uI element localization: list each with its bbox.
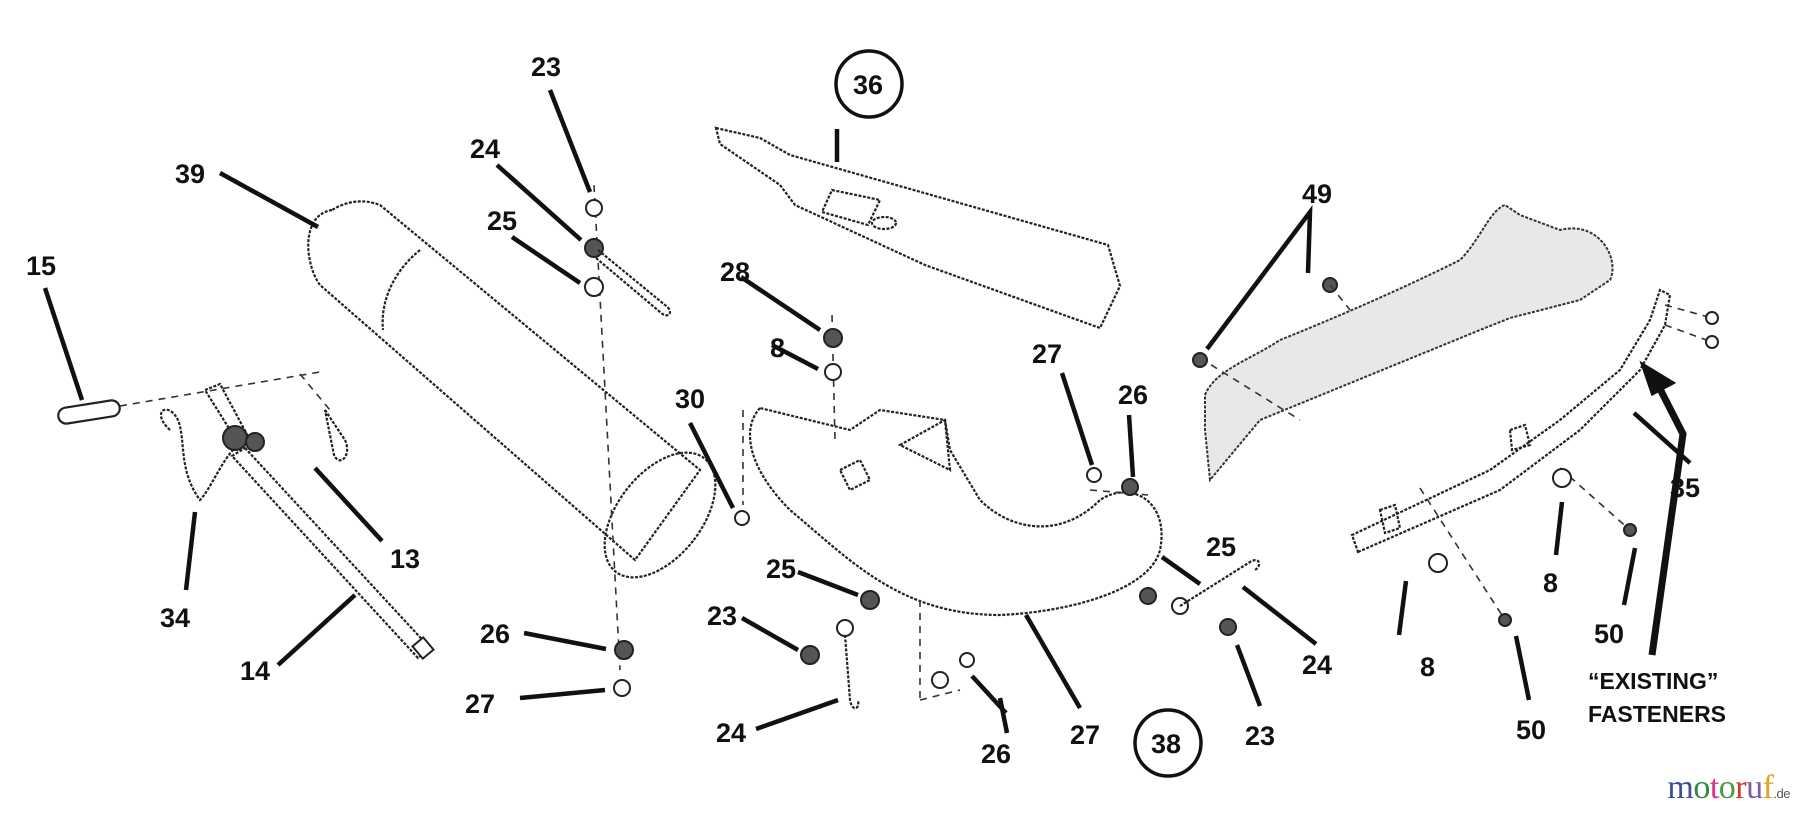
callout-23: 23 — [707, 601, 737, 631]
callout-circle-38 — [1133, 708, 1203, 778]
callout-27: 27 — [465, 689, 495, 719]
callout-27: 27 — [1032, 339, 1062, 369]
callout-50: 50 — [1594, 619, 1624, 649]
hairpin-clip — [299, 373, 349, 462]
callout-8: 8 — [1543, 568, 1558, 598]
deck-shell — [1199, 203, 1614, 483]
existing-fasteners-note-line1: “EXISTING” — [1588, 668, 1718, 694]
existing-fasteners-note-line2: FASTENERS — [1588, 701, 1726, 727]
fastener-28-8 — [823, 314, 843, 441]
lift-lever — [203, 382, 265, 452]
watermark-letter: o — [1718, 769, 1736, 806]
callout-23: 23 — [1245, 721, 1275, 751]
spring-wire — [159, 408, 236, 502]
callout-26: 26 — [981, 739, 1011, 769]
callout-13: 13 — [390, 544, 420, 574]
existing-fasteners-arrow — [1639, 360, 1687, 656]
watermark-suffix: .de — [1773, 786, 1790, 801]
callout-25: 25 — [766, 554, 796, 584]
callout-circle-36 — [834, 49, 904, 119]
watermark-letter: o — [1693, 769, 1710, 806]
watermark-letter: u — [1746, 769, 1763, 806]
callout-15: 15 — [26, 251, 56, 281]
callout-8: 8 — [1420, 652, 1435, 682]
callout-8: 8 — [770, 333, 785, 363]
callout-38: 38 — [1151, 729, 1181, 759]
leader-lines — [42, 89, 1692, 734]
fastener-stack-housing-right — [1139, 559, 1261, 636]
fastener-stack-upper — [584, 184, 672, 671]
callout-39: 39 — [175, 159, 205, 189]
chute-tube — [307, 200, 717, 579]
fastener-stack-housing-left — [800, 590, 975, 710]
deck-bolts — [1192, 277, 1351, 368]
clevis-pin — [57, 371, 321, 425]
link-rod — [230, 446, 435, 661]
callout-24: 24 — [716, 718, 746, 748]
callout-34: 34 — [160, 603, 190, 633]
callout-50: 50 — [1516, 715, 1546, 745]
watermark-letter: t — [1709, 769, 1719, 806]
callout-35: 35 — [1670, 473, 1700, 503]
mower-blade — [714, 126, 1122, 330]
callout-25: 25 — [1206, 532, 1236, 562]
callout-24: 24 — [470, 134, 500, 164]
baffle-bracket — [1350, 288, 1719, 627]
callout-26: 26 — [1118, 380, 1148, 410]
discharge-deflector — [734, 406, 1163, 701]
watermark-logo: motoruf.de — [1667, 769, 1790, 807]
watermark-letter: r — [1735, 769, 1747, 806]
watermark-text: motoruf — [1667, 769, 1774, 806]
callout-23: 23 — [531, 52, 561, 82]
callout-24: 24 — [1302, 650, 1332, 680]
callout-27: 27 — [1070, 720, 1100, 750]
watermark-letter: f — [1762, 769, 1774, 806]
callout-49: 49 — [1302, 179, 1332, 209]
callout-36: 36 — [853, 70, 883, 100]
fastener-stack-lower — [613, 640, 634, 697]
callout-25: 25 — [487, 206, 517, 236]
watermark-letter: m — [1667, 769, 1694, 806]
callout-26: 26 — [480, 619, 510, 649]
callout-28: 28 — [720, 257, 750, 287]
callout-30: 30 — [675, 384, 705, 414]
callout-14: 14 — [240, 656, 270, 686]
